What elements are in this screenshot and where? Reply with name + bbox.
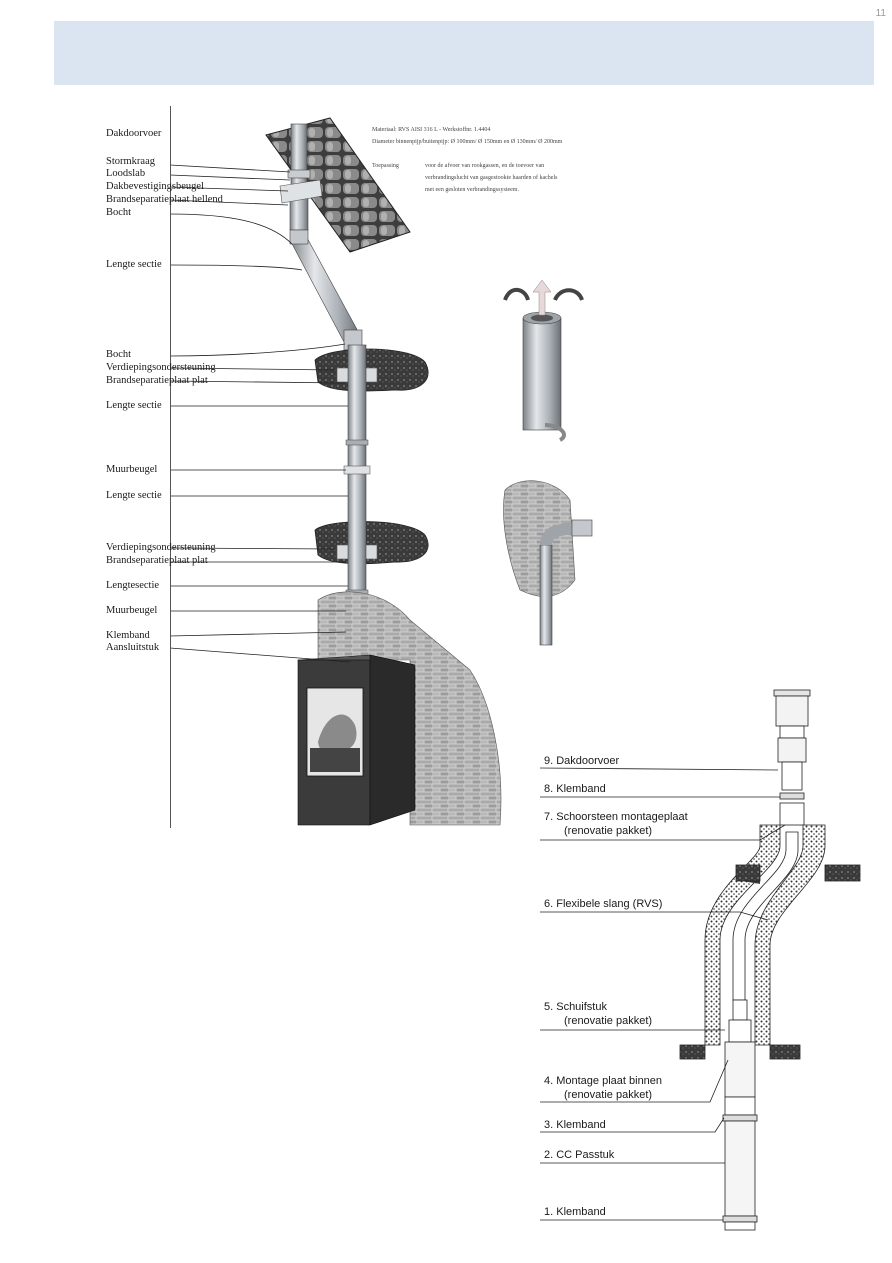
label-4-subtitle: (renovatie pakket) [564,1089,653,1101]
label-lengte-sectie: Lengte sectie [106,259,162,270]
label-stormkraag: Stormkraag [106,156,155,167]
label-8-klemband: 8. Klemband [544,783,606,795]
label-7-schoorsteen-montageplaat: 7. Schoorsteen montageplaat [544,811,688,823]
label-5-subtitle: (renovatie pakket) [564,1015,653,1027]
label-klemband: Klemband [106,630,150,641]
label-1-klemband: 1. Klemband [544,1206,606,1218]
label-4-montage-plaat-binnen: 4. Montage plaat binnen [544,1075,663,1087]
stove [297,654,416,826]
label-muurbeugel: Muurbeugel [106,605,158,616]
spec-toepassing-line: met een gesloten verbrandingssysteem. [425,187,519,193]
page-number: 11 [875,8,886,19]
pipe-detail-airflow [503,279,584,442]
label-dakdoorvoer: Dakdoorvoer [106,128,162,139]
floor-slab-lower [314,521,429,565]
label-brandseparatieplaat-hellend: Brandseparatieplaat hellend [106,194,223,205]
renovation-diagram [679,689,861,1231]
label-muurbeugel: Muurbeugel [106,464,158,475]
label-9-dakdoorvoer: 9. Dakdoorvoer [544,755,620,767]
label-dakbevestigingsbeugel: Dakbevestigingsbeugel [106,181,204,192]
label-lengtesectie: Lengtesectie [106,580,160,591]
label-6-flexibele-slang: 6. Flexibele slang (RVS) [544,898,663,910]
leader-lines-left [169,164,351,663]
label-bocht: Bocht [106,207,132,218]
spec-diameter: Diameter binnenpijp/buitenpijp: Ø 100mm/… [372,139,563,145]
label-lengte-sectie: Lengte sectie [106,490,162,501]
label-lengte-sectie: Lengte sectie [106,400,162,411]
spec-toepassing-label: Toepassing [372,163,399,169]
label-5-schuifstuk: 5. Schuifstuk [544,1001,607,1013]
spec-material: Materiaal: RVS AISI 316 L - Werkstoffnr.… [372,127,491,133]
label-verdiepingsondersteuning: Verdiepingsondersteuning [106,362,216,373]
label-verdiepingsondersteuning: Verdiepingsondersteuning [106,542,216,553]
spec-toepassing-line: voor de afvoer van rookgassen, en de toe… [425,163,545,169]
brick-wall-left [317,591,502,826]
label-loodslab: Loodslab [106,168,146,179]
roof-pipe [279,123,323,231]
spec-toepassing-line: verbrandingslucht van gasgestookte haard… [425,175,558,181]
label-brandseparatieplaat-plat: Brandseparatieplaat plat [106,375,208,386]
label-aansluitstuk: Aansluitstuk [106,642,160,653]
label-guide-line [170,106,171,828]
label-bocht: Bocht [106,349,132,360]
label-3-klemband: 3. Klemband [544,1119,606,1131]
header-band [54,21,874,85]
leader-lines-right [539,767,786,1221]
wall-mount-detail [503,480,593,646]
label-brandseparatieplaat-plat: Brandseparatieplaat plat [106,555,208,566]
label-7-subtitle: (renovatie pakket) [564,825,653,837]
label-2-cc-passtuk: 2. CC Passtuk [544,1149,615,1161]
